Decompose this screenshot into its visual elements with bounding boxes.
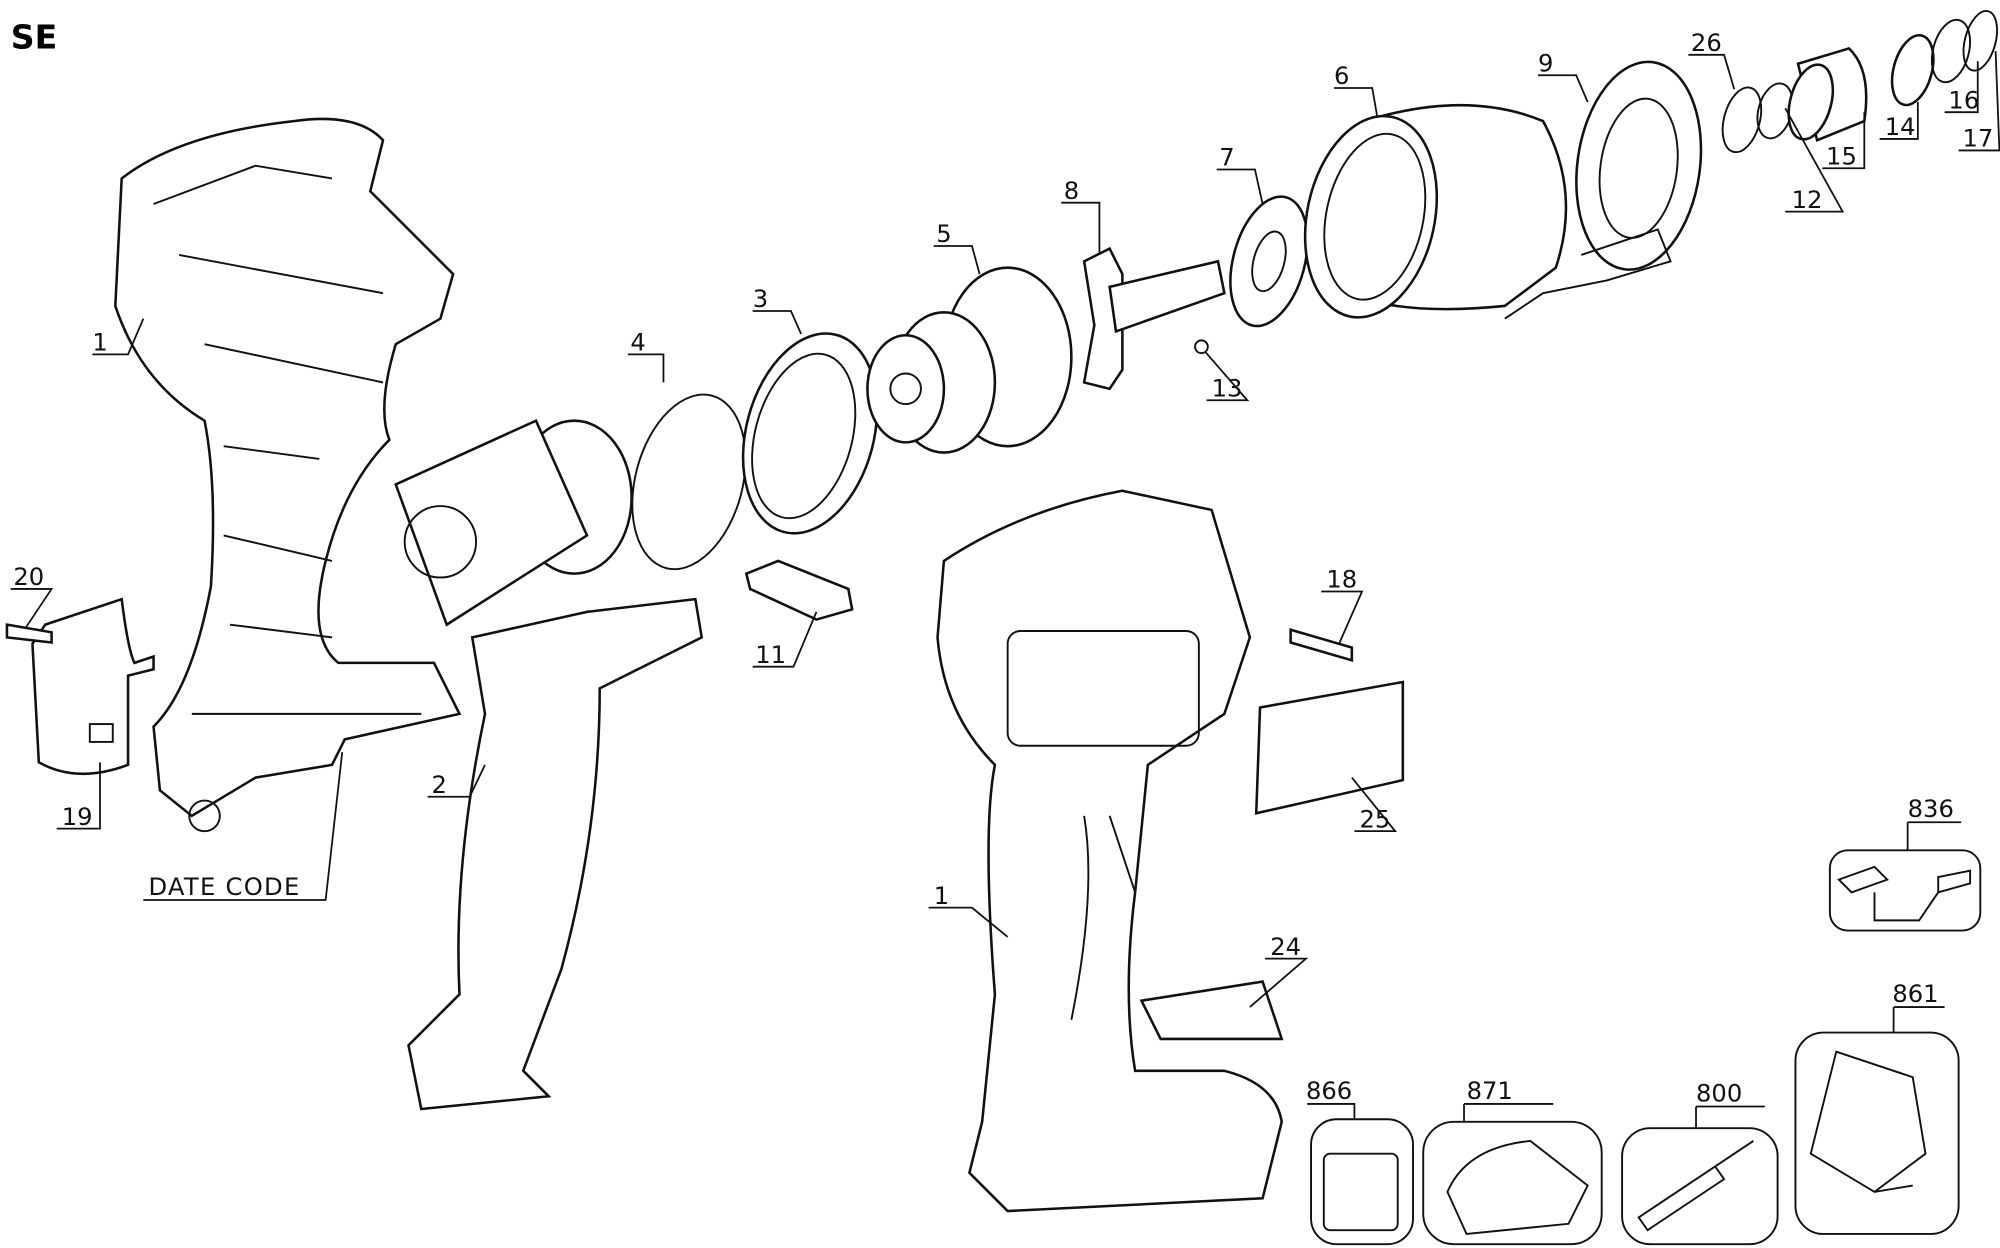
left-housing-part (114, 117, 462, 833)
callout-16: 16 (1948, 86, 1979, 114)
view-label: SE (11, 17, 58, 56)
screw-part (1289, 628, 1354, 663)
clip-part (5, 597, 155, 776)
battery-box (1310, 1118, 1414, 1246)
callout-17: 17 (1962, 125, 1993, 153)
grease-gun-box (1621, 1127, 1779, 1246)
callout-861: 861 (1892, 980, 1938, 1008)
leader-lines (10, 50, 2000, 1129)
charger-box (1422, 1120, 1603, 1246)
magnet-part (744, 559, 854, 621)
nose-cover-part (1504, 60, 1703, 320)
callout-7: 7 (1219, 144, 1234, 172)
gear-assembly-part (866, 266, 1073, 454)
callout-1-right: 1 (934, 882, 949, 910)
retainer-rings (1721, 10, 1999, 154)
label-24-part (1139, 980, 1284, 1041)
callout-800: 800 (1696, 1079, 1742, 1107)
washer-part (1229, 195, 1309, 328)
o-ring-part (631, 393, 747, 571)
callout-12: 12 (1792, 186, 1823, 214)
callout-2: 2 (431, 771, 446, 799)
callout-19: 19 (62, 803, 93, 831)
callout-20: 20 (13, 563, 44, 591)
right-housing-part (936, 489, 1284, 1213)
callout-836: 836 (1908, 795, 1954, 823)
callout-6: 6 (1334, 62, 1349, 90)
callout-866: 866 (1306, 1077, 1352, 1105)
label-25-part (1254, 680, 1405, 815)
callout-8: 8 (1064, 177, 1079, 205)
anvil-part (1082, 246, 1226, 391)
toolbox-box (1828, 849, 1982, 932)
callout-25: 25 (1359, 805, 1390, 833)
callout-18: 18 (1326, 566, 1357, 594)
callout-871: 871 (1467, 1077, 1513, 1105)
callout-4: 4 (630, 329, 645, 357)
gear-case-part (1303, 103, 1568, 319)
callout-13: 13 (1212, 374, 1243, 402)
callout-14: 14 (1885, 113, 1916, 141)
callout-3: 3 (753, 285, 768, 313)
callout-24: 24 (1270, 933, 1301, 961)
motor-part (394, 418, 704, 1111)
ring-gear-part (741, 332, 879, 535)
callout-date-code: DATE CODE (148, 873, 300, 901)
callout-11: 11 (755, 641, 786, 669)
callout-9: 9 (1538, 49, 1553, 77)
callout-26: 26 (1691, 29, 1722, 57)
kit-box (1794, 1031, 1960, 1235)
callout-1-left: 1 (92, 329, 107, 357)
callout-15: 15 (1826, 142, 1857, 170)
callout-5: 5 (936, 220, 951, 248)
